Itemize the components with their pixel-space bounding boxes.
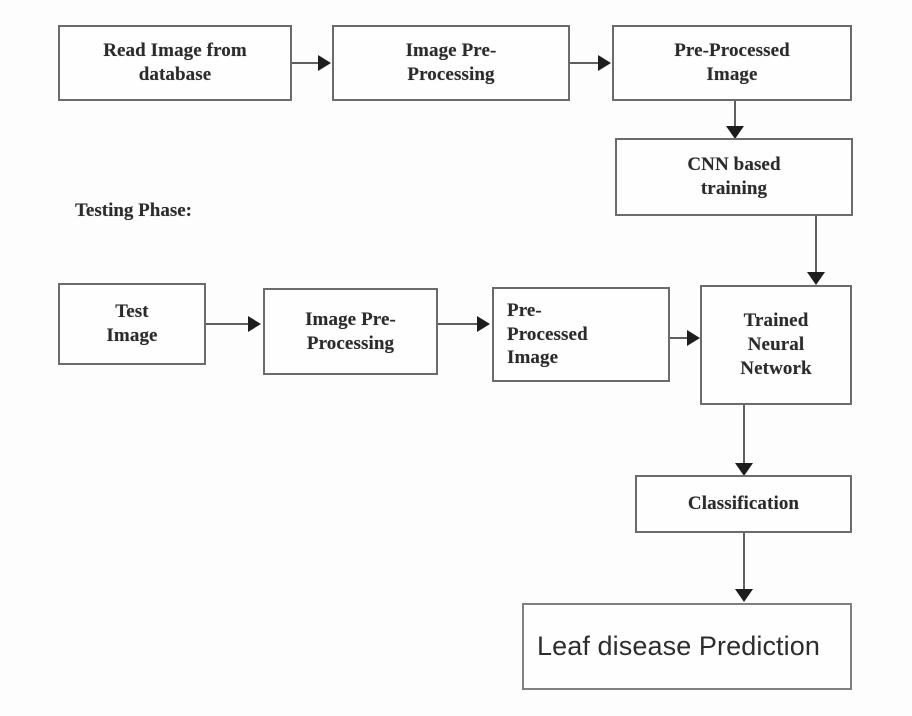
node-preprocess-train[interactable]: Image Pre- Processing: [332, 25, 570, 101]
edge-classification-to-leaf-prediction: [735, 533, 753, 603]
edge-read-image-to-preprocess-train: [292, 55, 332, 71]
node-cnn-training[interactable]: CNN based training: [615, 138, 853, 216]
edge-shaft: [292, 62, 320, 64]
arrowhead-down-icon: [735, 463, 753, 476]
node-test-image-label: Test Image: [106, 301, 158, 346]
node-classification-label: Classification: [687, 493, 800, 515]
edge-shaft: [206, 323, 250, 325]
edge-shaft: [438, 323, 479, 325]
node-preprocessed-train-label: Pre-Processed Image: [674, 40, 790, 85]
edge-preprocess-train-to-preprocessed-train: [570, 55, 612, 71]
node-leaf-prediction[interactable]: Leaf disease Prediction: [522, 603, 852, 690]
edge-test-image-to-preprocess-test: [206, 316, 263, 332]
node-preprocess-test-label: Image Pre- Processing: [305, 308, 396, 354]
node-trained-network[interactable]: Trained Neural Network: [700, 285, 852, 405]
node-preprocessed-test[interactable]: Pre- Processed Image: [492, 287, 670, 382]
arrowhead-right-icon: [598, 55, 611, 71]
arrowhead-right-icon: [318, 55, 331, 71]
node-leaf-prediction-label: Leaf disease Prediction: [537, 630, 820, 661]
node-test-image[interactable]: Test Image: [58, 283, 206, 365]
edge-shaft: [743, 533, 745, 591]
arrowhead-down-icon: [726, 126, 744, 139]
edge-shaft: [570, 62, 600, 64]
node-classification[interactable]: Classification: [635, 475, 852, 533]
node-cnn-training-label: CNN based training: [687, 154, 781, 199]
edge-shaft: [743, 405, 745, 465]
edge-preprocessed-test-to-trained-network: [670, 330, 702, 346]
node-trained-network-label: Trained Neural Network: [740, 310, 812, 379]
node-read-image[interactable]: Read Image from database: [58, 25, 292, 101]
edge-trained-network-to-classification: [735, 405, 753, 477]
arrowhead-right-icon: [477, 316, 490, 332]
node-preprocess-test[interactable]: Image Pre- Processing: [263, 288, 438, 375]
arrowhead-down-icon: [735, 589, 753, 602]
node-preprocess-train-label: Image Pre- Processing: [405, 40, 497, 85]
node-preprocessed-test-label: Pre- Processed Image: [507, 299, 588, 369]
arrowhead-down-icon: [807, 272, 825, 285]
edge-cnn-to-trained-network: [807, 216, 825, 286]
edge-shaft: [734, 101, 736, 129]
testing-phase-label: Testing Phase:: [75, 200, 193, 221]
edge-shaft: [670, 337, 689, 339]
node-preprocessed-train[interactable]: Pre-Processed Image: [612, 25, 852, 101]
edge-preprocessed-train-to-cnn: [726, 101, 744, 139]
arrowhead-right-icon: [687, 330, 700, 346]
arrowhead-right-icon: [248, 316, 261, 332]
edge-preprocess-test-to-preprocessed-test: [438, 316, 492, 332]
node-read-image-label: Read Image from database: [103, 40, 247, 85]
edge-shaft: [815, 216, 817, 274]
